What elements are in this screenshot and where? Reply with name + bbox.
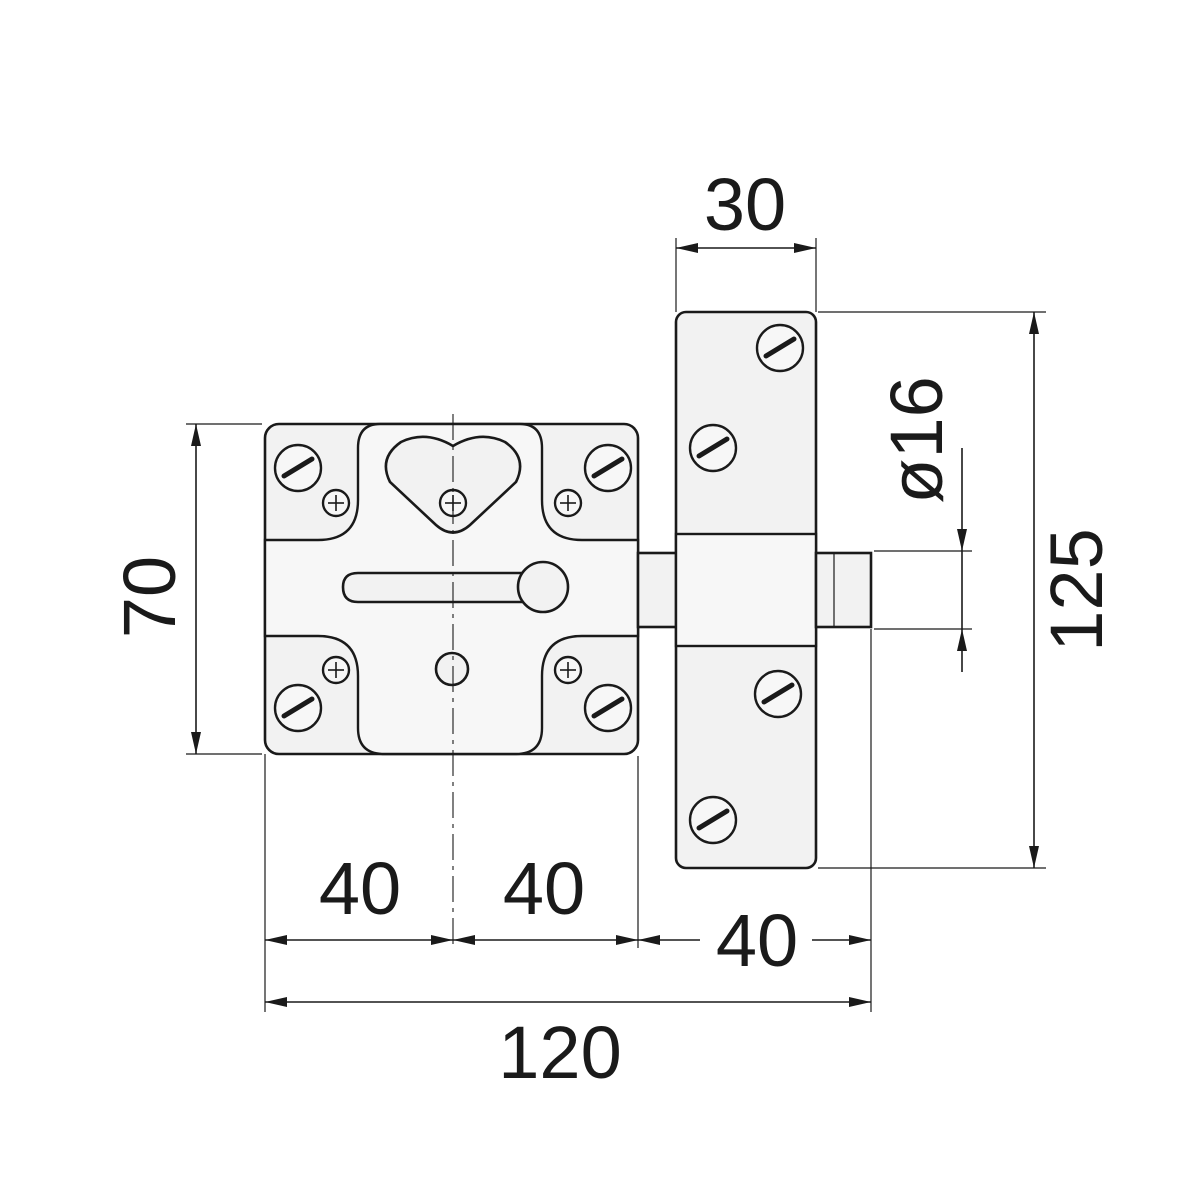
keyhole — [434, 651, 470, 687]
bolt-left — [636, 551, 680, 629]
dim-40-mid-label: 40 — [503, 847, 585, 930]
dim-125-label: 125 — [1035, 528, 1118, 651]
dim-diameter-label: ø16 — [875, 376, 958, 504]
dimension-125: 125 — [818, 311, 1118, 869]
screw-icon — [583, 683, 633, 733]
dim-70-label: 70 — [108, 556, 191, 638]
dim-40-right-label: 40 — [716, 899, 798, 982]
screw-icon — [688, 423, 738, 473]
strike-band — [674, 532, 818, 648]
screw-icon — [273, 443, 323, 493]
dimension-row-40: 40 40 40 — [265, 847, 871, 982]
screw-icon — [755, 323, 805, 373]
dimension-30: 30 — [675, 163, 817, 312]
screw-heads — [273, 323, 805, 845]
screw-icon — [273, 683, 323, 733]
strike-bar — [636, 310, 873, 870]
dim-40-left-label: 40 — [319, 847, 401, 930]
phillips-screw-icon — [321, 655, 351, 685]
slider-knob — [516, 560, 570, 614]
phillips-screw-icon — [553, 488, 583, 518]
dimension-diameter: ø16 — [874, 376, 972, 672]
phillips-screw-icon — [553, 655, 583, 685]
dimension-70: 70 — [108, 423, 262, 755]
lock-body — [263, 422, 640, 756]
bottom-extension-lines — [264, 629, 872, 1012]
dim-30-label: 30 — [704, 163, 786, 246]
dimension-120: 120 — [265, 997, 871, 1094]
phillips-screw-icon — [321, 488, 351, 518]
screw-icon — [583, 443, 633, 493]
bolt-tip — [814, 551, 873, 629]
screw-icon — [688, 795, 738, 845]
screw-icon — [753, 669, 803, 719]
dim-120-label: 120 — [498, 1011, 621, 1094]
slider-slot — [341, 571, 532, 604]
